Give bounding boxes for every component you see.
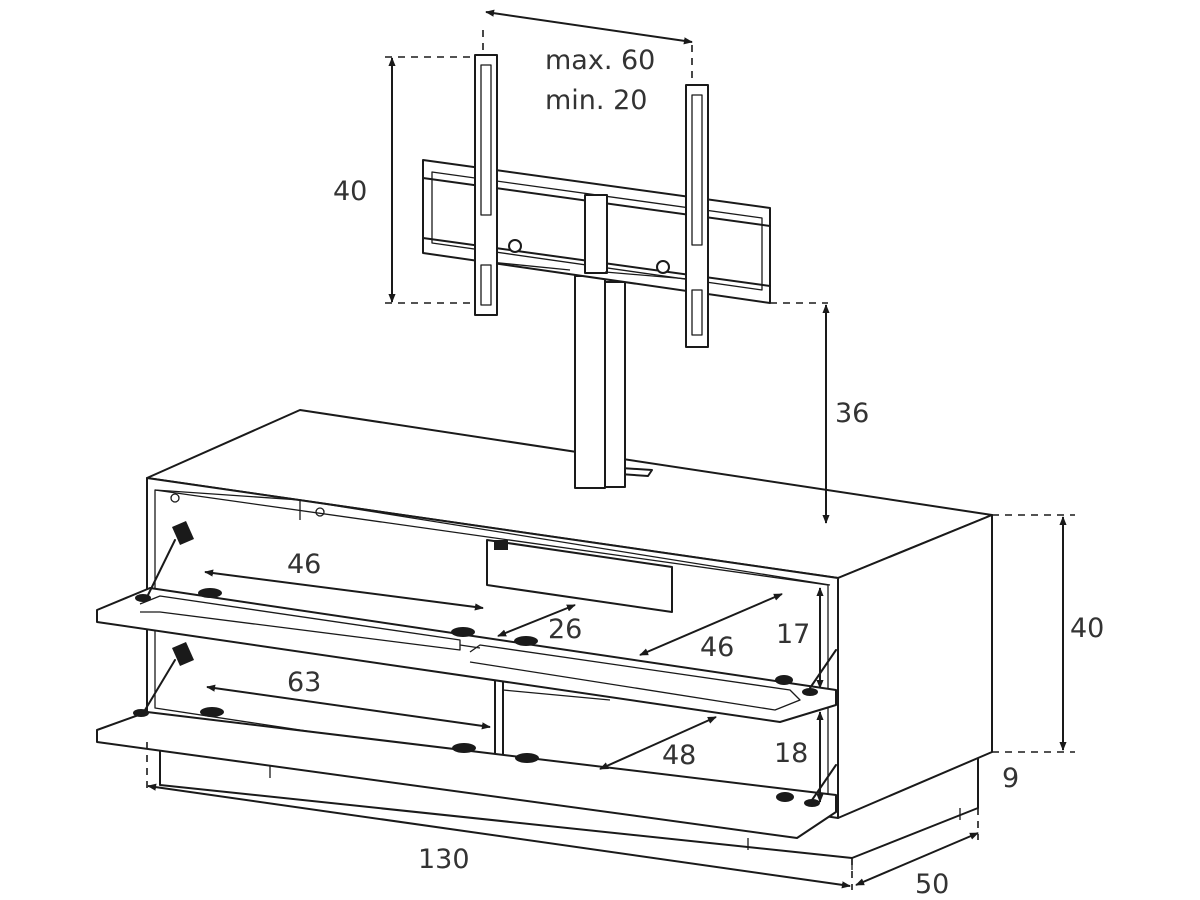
dim-shelf-upper-left bbox=[204, 569, 484, 611]
label-shelf-upper-right: 46 bbox=[700, 632, 734, 663]
upper-flap bbox=[96, 587, 837, 723]
label-lower-clearance: 18 bbox=[774, 738, 808, 769]
hinge-icon bbox=[133, 642, 194, 717]
tv-mount bbox=[422, 54, 771, 489]
label-mount-elevation: 36 bbox=[835, 398, 869, 429]
label-mount-spacing-max: max. 60 bbox=[545, 45, 655, 76]
vertical-rail-right bbox=[685, 84, 709, 348]
dim-center-gap bbox=[497, 604, 576, 637]
label-upper-clearance: 17 bbox=[776, 619, 810, 650]
label-center-gap: 26 bbox=[548, 614, 582, 645]
label-cabinet-width: 130 bbox=[418, 844, 470, 875]
label-shelf-upper-left: 46 bbox=[287, 549, 321, 580]
dimension-labels: max. 60 min. 20 40 36 46 26 46 17 63 48 … bbox=[287, 45, 1104, 900]
dim-shelf-lower-right bbox=[599, 716, 717, 770]
label-plinth-height: 9 bbox=[1002, 763, 1019, 794]
label-cabinet-depth: 50 bbox=[915, 869, 949, 900]
dim-shelf-upper-right bbox=[639, 593, 783, 656]
dim-cabinet-width bbox=[147, 783, 851, 889]
label-cabinet-height: 40 bbox=[1070, 613, 1104, 644]
label-mount-height: 40 bbox=[333, 176, 367, 207]
dim-cabinet-depth bbox=[855, 832, 979, 886]
label-shelf-lower-right: 48 bbox=[662, 740, 696, 771]
hinge-icon bbox=[775, 649, 837, 696]
label-shelf-lower-left: 63 bbox=[287, 667, 321, 698]
hinge-icon bbox=[135, 521, 194, 602]
bolt-icon bbox=[656, 260, 670, 274]
vertical-rail-left bbox=[474, 54, 498, 316]
dim-mount-spacing bbox=[485, 9, 693, 45]
column bbox=[574, 275, 606, 489]
bolt-icon bbox=[508, 239, 522, 253]
extension-lines bbox=[146, 30, 1075, 890]
dim-shelf-lower-left bbox=[206, 684, 491, 730]
label-mount-spacing-min: min. 20 bbox=[545, 85, 647, 116]
dimension-arrows bbox=[147, 9, 1067, 889]
